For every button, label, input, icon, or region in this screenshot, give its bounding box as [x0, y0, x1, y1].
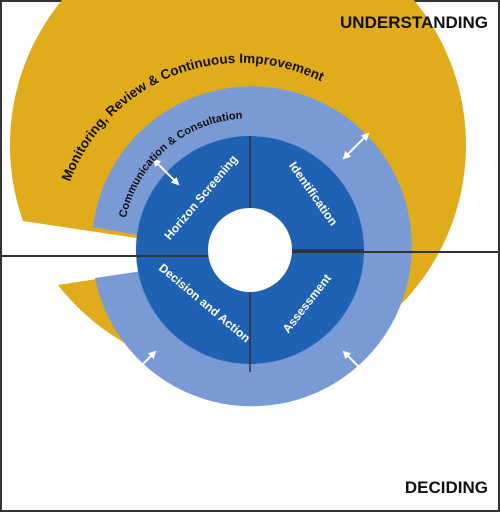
understanding-label: UNDERSTANDING [340, 13, 488, 32]
arrow-top-left [152, 158, 180, 186]
deciding-label: DECIDING [405, 478, 488, 497]
center-hole [208, 208, 292, 292]
